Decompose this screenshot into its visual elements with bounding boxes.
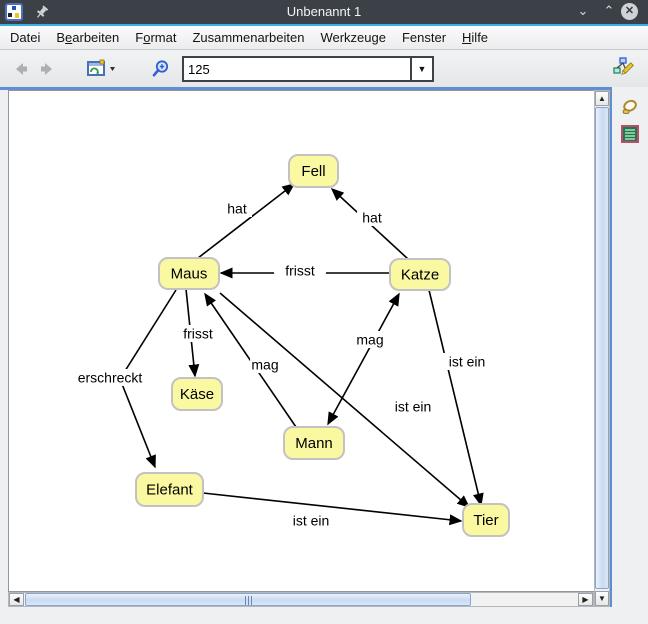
edge-label-bg: [281, 512, 341, 529]
menu-item-fenster[interactable]: Fenster: [401, 29, 447, 45]
node-maus[interactable]: [158, 257, 220, 290]
zoom-plus-icon: [152, 60, 169, 77]
horizontal-scrollbar[interactable]: ◀ ▶: [8, 592, 594, 607]
magnify-dock-button[interactable]: [620, 98, 640, 118]
scrollbar-grip: [242, 596, 254, 605]
zoom-level-input[interactable]: [184, 58, 410, 80]
notes-dock-button[interactable]: [620, 124, 640, 144]
edge-label-bg: [274, 262, 326, 279]
diagram-pencil-icon: [613, 57, 634, 75]
node-label-elefant[interactable]: Elefant: [146, 482, 194, 499]
scroll-down-button[interactable]: ▼: [595, 591, 609, 606]
back-arrow-icon: [16, 63, 27, 75]
toolbar: ▼: [0, 51, 648, 87]
app-icon: [5, 3, 23, 21]
edge-label-bg: [357, 209, 387, 226]
horizontal-scrollbar-thumb[interactable]: [25, 593, 471, 606]
viewport-focus-border-right: [610, 87, 612, 608]
edge-label-bg: [172, 325, 224, 342]
forward-arrow-icon: [41, 63, 52, 75]
viewport-focus-border-top: [0, 87, 612, 90]
node-label-fell[interactable]: Fell: [301, 163, 325, 180]
edge-label-maus-kaese[interactable]: frisst: [183, 326, 213, 342]
pin-icon[interactable]: [34, 4, 50, 20]
node-label-kaese[interactable]: Käse: [180, 386, 214, 403]
node-tier[interactable]: [462, 503, 510, 537]
edge-label-elefant-tier[interactable]: ist ein: [293, 513, 330, 529]
edge-label-bg: [355, 331, 385, 348]
forward-button[interactable]: [34, 55, 58, 83]
node-elefant[interactable]: [135, 472, 204, 507]
menu-item-zusammenarbeiten[interactable]: Zusammenarbeiten: [192, 29, 305, 45]
edge-label-bg: [250, 356, 280, 373]
menu-item-werkzeuge[interactable]: Werkzeuge: [320, 29, 386, 45]
magnifier-lens-icon: [622, 99, 637, 114]
vertical-scrollbar-thumb[interactable]: [595, 107, 609, 589]
titlebar-accent-line: [0, 24, 648, 26]
menu-item-bearbeiten[interactable]: Bearbeiten: [56, 29, 120, 45]
zoom-combobox: ▼: [182, 56, 434, 82]
vertical-scrollbar[interactable]: ▲ ▼: [594, 90, 610, 607]
maximize-button[interactable]: ⌃: [603, 3, 615, 18]
window-title: Unbenannt 1: [286, 4, 362, 19]
back-button[interactable]: [10, 55, 34, 83]
node-katze[interactable]: [389, 258, 451, 291]
node-mann[interactable]: [283, 426, 345, 460]
edge-label-bg: [222, 200, 252, 217]
node-label-mann[interactable]: Mann: [295, 435, 333, 452]
edge-label-bg: [437, 353, 497, 370]
scroll-left-button[interactable]: ◀: [9, 593, 24, 606]
left-margin: [0, 90, 8, 607]
shade-button[interactable]: ⌄: [577, 3, 589, 18]
presentation-icon: [87, 59, 105, 76]
edge-katze-tier[interactable]: [428, 289, 484, 507]
node-label-katze[interactable]: Katze: [401, 267, 439, 284]
edge-label-katze-tier[interactable]: ist ein: [449, 354, 486, 370]
edge-label-bg: [383, 398, 443, 415]
menu-item-format[interactable]: Format: [135, 29, 177, 45]
edge-elefant-tier[interactable]: [202, 492, 463, 526]
edge-maus-fell[interactable]: [197, 183, 296, 259]
menu-item-datei[interactable]: Datei: [10, 29, 41, 45]
node-kaese[interactable]: [171, 377, 223, 411]
title-bar: Unbenannt 1 ⌄ ⌃ ✕: [0, 0, 648, 24]
edge-label-katze-maus[interactable]: frisst: [285, 263, 315, 279]
menu-item-hilfe[interactable]: Hilfe: [462, 29, 489, 45]
node-fell[interactable]: [288, 154, 339, 188]
map-info-tool-button[interactable]: [612, 56, 634, 83]
edge-maus-tier[interactable]: [219, 292, 471, 508]
edge-label-bg: [69, 369, 151, 386]
close-button[interactable]: ✕: [621, 3, 638, 20]
scroll-right-button[interactable]: ▶: [578, 593, 593, 606]
edge-label-maus-elefant[interactable]: erschreckt: [78, 370, 143, 386]
edge-label-katze-fell[interactable]: hat: [362, 210, 382, 226]
bottom-margin: [0, 607, 648, 624]
scroll-up-button[interactable]: ▲: [595, 91, 609, 106]
notes-list-icon: [621, 125, 639, 143]
zoom-dropdown-button[interactable]: ▼: [410, 58, 432, 80]
edge-label-maus-fell[interactable]: hat: [227, 201, 247, 217]
edge-label-mann-katze[interactable]: mag: [356, 332, 383, 348]
edge-label-maus-tier[interactable]: ist ein: [395, 399, 432, 415]
dropdown-caret-icon: [110, 67, 115, 71]
node-label-maus[interactable]: Maus: [171, 266, 208, 283]
node-label-tier[interactable]: Tier: [473, 512, 498, 529]
right-dock-panel: [612, 90, 648, 607]
map-canvas[interactable]: hat hat frisst frisst mag mag ist ein ist ein er…: [8, 90, 594, 592]
edge-mann-katze[interactable]: [327, 292, 400, 426]
presentation-tool-button[interactable]: [84, 55, 120, 83]
menu-bar: Datei Bearbeiten Format Zusammenarbeiten Wer…: [0, 26, 648, 50]
concept-map: hat hat frisst frisst mag mag ist ein ist ein er…: [69, 154, 510, 537]
zoom-tool-button[interactable]: [148, 55, 174, 83]
edge-label-mann-maus[interactable]: mag: [251, 357, 278, 373]
